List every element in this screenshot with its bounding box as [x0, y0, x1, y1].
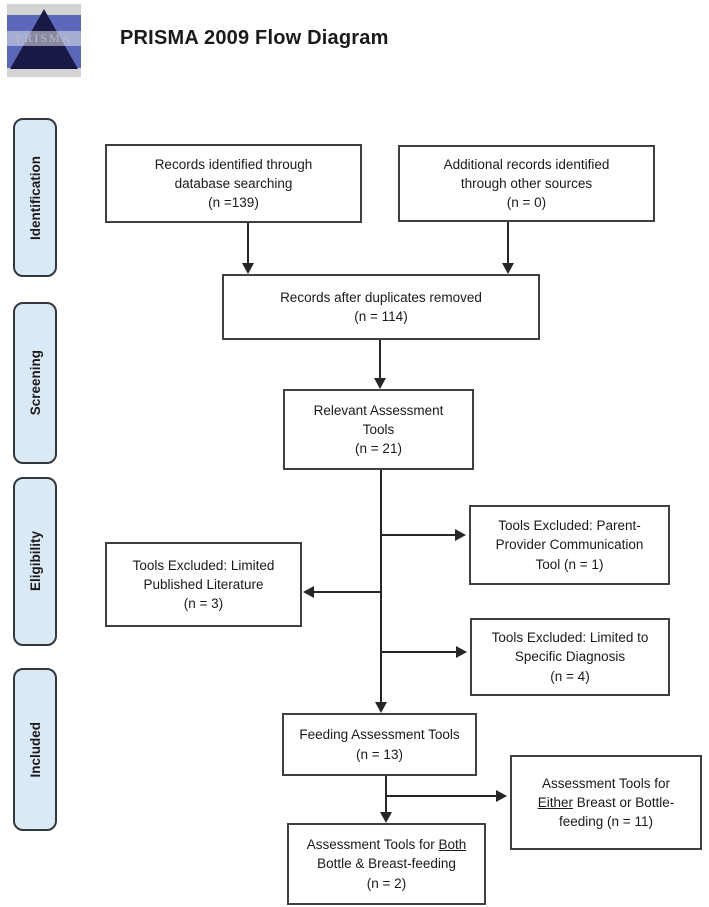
flow-box-feeding-tools: Feeding Assessment Tools (n = 13)	[282, 713, 477, 776]
arrowhead-down-icon	[502, 263, 514, 274]
logo-stripe	[7, 31, 81, 46]
flow-box-text: Records identified through database sear…	[154, 156, 313, 211]
phase-eligibility: Eligibility	[13, 477, 57, 646]
connector-line	[385, 776, 387, 812]
phase-screening: Screening	[13, 302, 57, 464]
connector-line	[380, 470, 382, 702]
prisma-logo-icon: PRISMA	[7, 4, 81, 77]
flow-box-records-other-sources: Additional records identified through ot…	[398, 145, 655, 222]
arrowhead-right-icon	[456, 646, 467, 658]
flow-box-duplicates-removed: Records after duplicates removed (n = 11…	[222, 274, 540, 340]
arrowhead-left-icon	[303, 586, 314, 598]
arrowhead-right-icon	[455, 529, 466, 541]
connector-line	[379, 340, 381, 378]
flow-box-excluded-limited-literature: Tools Excluded: Limited Published Litera…	[105, 542, 302, 627]
phase-label: Eligibility	[27, 531, 43, 592]
phase-included: Included	[13, 668, 57, 831]
flow-box-text: Feeding Assessment Tools (n = 13)	[299, 727, 460, 762]
underlined-word: Both	[438, 837, 467, 853]
flow-box-text: Assessment Tools for Both Bottle & Breas…	[306, 837, 467, 891]
flow-box-excluded-parent-provider: Tools Excluded: Parent- Provider Communi…	[469, 505, 670, 585]
flow-box-records-database: Records identified through database sear…	[105, 144, 362, 223]
phase-label: Screening	[27, 350, 43, 416]
flow-box-both-feeding: Assessment Tools for Both Bottle & Breas…	[287, 823, 486, 905]
connector-line	[247, 223, 249, 263]
connector-line	[386, 795, 496, 797]
arrowhead-down-icon	[375, 702, 387, 713]
flow-box-relevant-tools: Relevant Assessment Tools (n = 21)	[283, 389, 474, 470]
flow-box-text: Records after duplicates removed (n = 11…	[280, 289, 482, 324]
connector-line	[314, 591, 381, 593]
flow-box-text: Tools Excluded: Limited Published Litera…	[132, 557, 275, 612]
arrowhead-right-icon	[496, 790, 507, 802]
phase-label: Identification	[27, 155, 43, 240]
flow-box-text: Tools Excluded: Parent- Provider Communi…	[495, 518, 644, 572]
phase-label: Included	[27, 721, 43, 778]
arrowhead-down-icon	[242, 263, 254, 274]
page-title: PRISMA 2009 Flow Diagram	[120, 27, 389, 49]
underlined-word: Either	[537, 794, 573, 810]
flow-box-text: Tools Excluded: Limited to Specific Diag…	[491, 630, 649, 684]
connector-line	[381, 534, 455, 536]
flow-box-either-feeding: Assessment Tools for Either Breast or Bo…	[510, 755, 702, 850]
logo-text: PRISMA	[15, 31, 73, 45]
flow-box-text: Assessment Tools for Either Breast or Bo…	[537, 775, 675, 830]
connector-line	[381, 651, 456, 653]
flow-box-text: Relevant Assessment Tools (n = 21)	[313, 402, 444, 457]
arrowhead-down-icon	[380, 812, 392, 823]
flow-box-excluded-specific-diagnosis: Tools Excluded: Limited to Specific Diag…	[470, 618, 670, 696]
flow-box-text: Additional records identified through ot…	[443, 156, 610, 211]
arrowhead-down-icon	[374, 378, 386, 389]
phase-identification: Identification	[13, 118, 57, 277]
connector-line	[507, 222, 509, 263]
